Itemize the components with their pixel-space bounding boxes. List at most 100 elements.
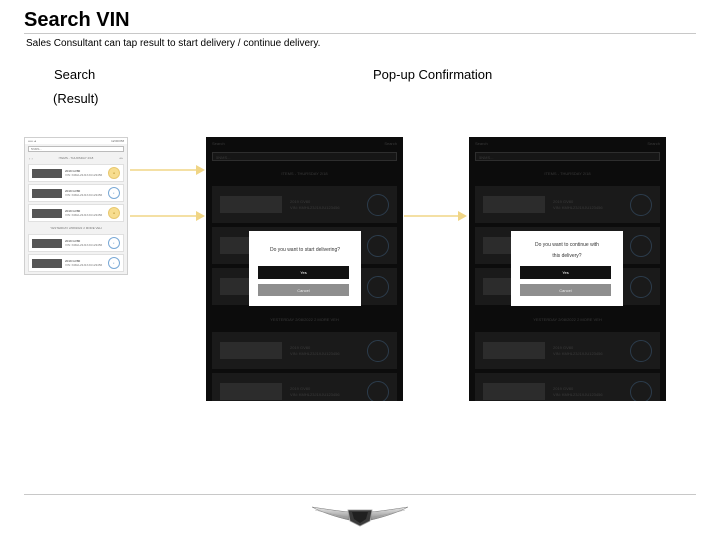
vehicle-vin: VIN: KMHL23J1XJU123456	[65, 193, 103, 197]
vehicle-vin: VIN: KMHL23J1XJU123456	[553, 350, 603, 356]
delivery-status-icon[interactable]	[630, 339, 652, 362]
search-input[interactable]: 5NMS...	[475, 152, 660, 161]
continue-delivery-screen: Search Search 5NMS... ITEMS - THURSDAY 2…	[469, 137, 666, 401]
vehicle-model: 2019 GV80	[553, 198, 574, 204]
vehicle-model: 2019 GV80	[553, 385, 574, 391]
section-header: ‹ › ITEMS - THURSDAY 2/18 ◂ ▸	[25, 154, 127, 162]
continue-delivery-dialog: Do you want to continue with this delive…	[511, 231, 623, 306]
yes-button[interactable]: Yes	[258, 266, 349, 279]
flow-arrow-icon	[404, 211, 467, 221]
delivery-status-icon[interactable]	[630, 193, 652, 216]
vehicle-vin: VIN: KMHL23J1XJU123456	[553, 204, 603, 210]
vehicle-thumbnail	[32, 208, 62, 218]
pager-icon[interactable]: ◂ ▸	[119, 156, 123, 160]
flow-arrow-icon	[130, 211, 205, 221]
delivery-status-icon[interactable]	[367, 380, 389, 401]
delivery-status-icon[interactable]	[630, 380, 652, 401]
delivery-status-icon[interactable]	[630, 234, 652, 257]
delivery-status-icon[interactable]: ◐	[108, 257, 120, 269]
vehicle-model: 2019 GV80	[65, 209, 81, 213]
vehicle-model: 2019 GV80	[290, 385, 311, 391]
delivery-status-icon[interactable]	[367, 234, 389, 257]
vehicle-vin: VIN: KMHL23J1XJU123456	[65, 243, 103, 247]
status-left: Search	[475, 141, 488, 146]
status-bar: Search Search	[469, 137, 666, 150]
vehicle-vin: VIN: KMHL23J1XJU123456	[65, 263, 103, 267]
vehicle-model: 2019 GV80	[290, 344, 311, 350]
dialog-message-line1: Do you want to continue with	[535, 242, 599, 248]
vehicle-thumbnail	[483, 342, 545, 359]
status-left: Search	[212, 141, 225, 146]
label-search: Search	[54, 67, 96, 82]
status-right: Search	[384, 141, 397, 146]
section-title: ITEMS - THURSDAY 2/18	[281, 171, 328, 176]
delivery-status-icon[interactable]	[367, 275, 389, 298]
delivery-status-icon[interactable]: ◐	[108, 187, 120, 199]
status-bar: ••••• ◂ 12:00 PM	[25, 138, 127, 144]
vehicle-thumbnail	[32, 258, 62, 268]
delivery-status-icon[interactable]: ●	[108, 167, 120, 179]
vehicle-model: 2019 GV80	[65, 189, 81, 193]
section-title: ITEMS - THURSDAY 2/18	[58, 156, 94, 160]
page-subtitle: Sales Consultant can tap result to start…	[26, 38, 321, 49]
label-result: (Result)	[53, 91, 99, 106]
delivery-status-icon[interactable]	[367, 339, 389, 362]
cancel-button[interactable]: Cancel	[258, 284, 349, 296]
vehicle-thumbnail	[32, 238, 62, 248]
section-title: YESTERDAY 2/08/2022 2 MORE VEH	[50, 226, 102, 230]
label-popup-confirmation: Pop-up Confirmation	[373, 67, 493, 82]
vehicle-thumbnail	[32, 188, 62, 198]
search-result-screen: ••••• ◂ 12:00 PM 5NMS... ‹ › ITEMS - THU…	[24, 137, 128, 275]
status-right: 12:00 PM	[111, 139, 124, 143]
search-input[interactable]: 5NMS...	[212, 152, 397, 161]
vehicle-vin: VIN: KMHL23J1XJU123456	[553, 391, 603, 397]
vehicle-thumbnail	[483, 383, 545, 400]
section-title: ITEMS - THURSDAY 2/18	[544, 171, 591, 176]
delivery-status-icon[interactable]	[367, 193, 389, 216]
search-input[interactable]: 5NMS...	[28, 146, 124, 152]
bottom-divider	[24, 494, 696, 495]
vehicle-thumbnail	[32, 168, 62, 178]
status-bar: Search Search	[206, 137, 403, 150]
status-left: ••••• ◂	[28, 139, 36, 143]
delivery-status-icon[interactable]	[630, 275, 652, 298]
genesis-wings-logo-icon	[311, 506, 409, 527]
start-delivery-screen: Search Search 5NMS... ITEMS - THURSDAY 2…	[206, 137, 403, 401]
vehicle-model: 2019 GV80	[65, 169, 81, 173]
delivery-status-icon[interactable]: ◐	[108, 237, 120, 249]
vehicle-thumbnail	[220, 196, 282, 213]
page-title: Search VIN	[24, 9, 130, 31]
section-title: YESTERDAY 2/08/2022 2 MORE VEH	[270, 317, 339, 322]
vehicle-model: 2019 GV80	[65, 259, 81, 263]
vehicle-vin: VIN: KMHL23J1XJU123456	[65, 173, 103, 177]
vehicle-model: 2019 GV80	[290, 198, 311, 204]
vehicle-model: 2019 GV80	[65, 239, 81, 243]
cancel-button[interactable]: Cancel	[520, 284, 611, 296]
vehicle-vin: VIN: KMHL23J1XJU123456	[65, 213, 103, 217]
nav-arrows-icon[interactable]: ‹ ›	[29, 155, 33, 161]
section-title: YESTERDAY 2/08/2022 2 MORE VEH	[533, 317, 602, 322]
yes-button[interactable]: Yes	[520, 266, 611, 279]
dialog-message: Do you want to continue with this delive…	[511, 231, 623, 262]
flow-arrow-icon	[130, 165, 205, 175]
dialog-message-line2: this delivery?	[552, 253, 582, 259]
delivery-status-icon[interactable]: ●	[108, 207, 120, 219]
status-right: Search	[647, 141, 660, 146]
vehicle-vin: VIN: KMHL23J1XJU123456	[290, 350, 340, 356]
vehicle-thumbnail	[483, 196, 545, 213]
vehicle-thumbnail	[220, 383, 282, 400]
vehicle-model: 2019 GV80	[553, 344, 574, 350]
section-header: YESTERDAY 2/08/2022 2 MORE VEH	[25, 224, 127, 232]
vehicle-vin: VIN: KMHL23J1XJU123456	[290, 204, 340, 210]
